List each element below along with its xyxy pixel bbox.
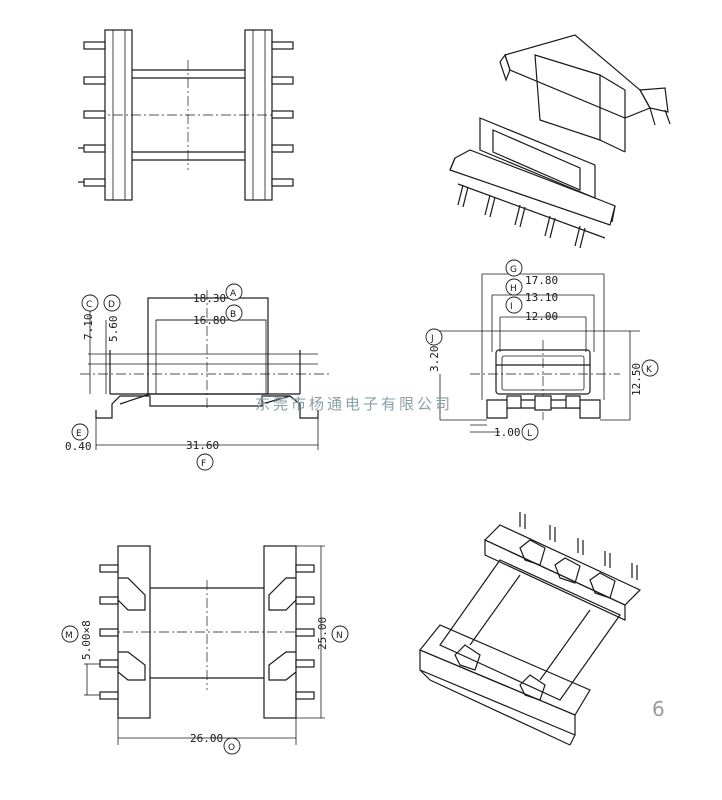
dim-f-bubble: F: [201, 459, 206, 469]
dim-h-bubble: H: [510, 284, 517, 294]
dim-e-bubble: E: [76, 429, 82, 439]
dim-c-bubble: C: [86, 300, 92, 310]
dim-l-bubble: L: [527, 429, 532, 439]
dim-a-bubble: A: [230, 289, 237, 299]
watermark: 东莞市杨通电子有限公司: [255, 395, 453, 413]
dim-h-value: 13.10: [525, 291, 558, 304]
dim-l-value: 1.00: [494, 426, 521, 439]
page-number: 6: [652, 697, 665, 721]
dim-i-value: 12.00: [525, 310, 558, 323]
side-view: [435, 273, 640, 433]
bottom-view: [84, 545, 325, 745]
dim-n-bubble: N: [336, 631, 343, 641]
dim-m-value: 5.00×8: [80, 620, 93, 660]
dim-i-bubble: I: [510, 302, 513, 312]
dim-g-bubble: G: [510, 265, 517, 275]
dim-m-bubble: M: [65, 631, 73, 641]
front-view: [80, 290, 330, 450]
isometric-view-bottom: [419, 512, 642, 746]
dim-o-bubble: O: [228, 743, 235, 753]
dim-j-value: 3.20: [428, 346, 441, 373]
dim-k-bubble: K: [646, 365, 653, 375]
dim-b-value: 16.80: [193, 314, 226, 327]
dim-g-value: 17.80: [525, 274, 558, 287]
top-view: [78, 29, 294, 201]
dim-o-value: 26.00: [190, 732, 223, 745]
dim-a-value: 18.30: [193, 292, 226, 305]
dim-b-bubble: B: [230, 310, 236, 320]
dim-k-value: 12.50: [630, 363, 643, 396]
dim-d-value: 5.60: [107, 316, 120, 343]
dim-d-bubble: D: [108, 300, 115, 310]
dim-n-value: 25.00: [316, 617, 329, 650]
dim-c-value: 7.10: [82, 314, 95, 341]
dim-f-value: 31.60: [186, 439, 219, 452]
isometric-view-top: [449, 34, 671, 249]
dim-j-bubble: J: [430, 334, 434, 344]
dim-e-value: 0.40: [65, 440, 92, 453]
